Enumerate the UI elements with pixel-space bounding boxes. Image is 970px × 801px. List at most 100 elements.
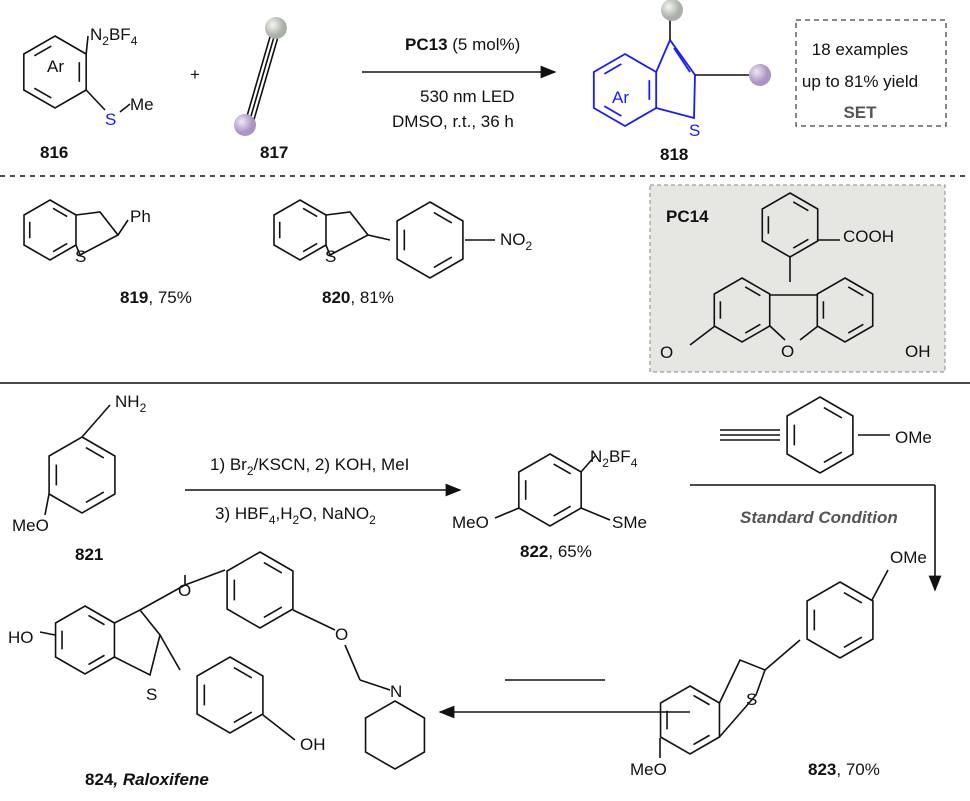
double-bond: [263, 561, 283, 574]
bond: [871, 569, 889, 601]
summary-yield: up to 81% yield: [802, 72, 918, 91]
summary-mechanism: SET: [843, 103, 877, 122]
double-bond: [233, 711, 253, 724]
plus-sign: +: [190, 65, 200, 84]
pc14-label: PC14: [666, 207, 709, 226]
bond: [81, 404, 111, 438]
bond: [244, 29, 273, 124]
label-821: 821: [75, 545, 103, 564]
n2bf4-822: N2BF4: [590, 447, 638, 470]
bond: [85, 35, 89, 55]
ketone-o-824: O: [178, 581, 191, 600]
label-820: 820, 81%: [322, 288, 394, 307]
ether-o-824: O: [335, 625, 348, 644]
double-bond: [847, 286, 864, 297]
thiophene-824: [114, 608, 161, 677]
bond: [673, 47, 691, 73]
bond: [248, 29, 277, 124]
benzene-824: [54, 605, 116, 675]
bond: [119, 103, 131, 113]
ring: [273, 199, 327, 261]
meo-823: MeO: [630, 760, 667, 779]
double-bond: [553, 505, 572, 517]
step1-line1: 1) Br2/KSCN, 2) KOH, MeI: [210, 455, 409, 478]
label-824: 824, Raloxifene: [85, 770, 209, 789]
summary-examples: 18 examples: [812, 40, 908, 59]
double-bond: [603, 63, 622, 75]
bond: [580, 455, 596, 473]
nh2-821: NH2: [115, 392, 147, 415]
phenyl-819: Ph: [130, 207, 151, 226]
double-bond: [433, 211, 453, 224]
meo-821: MeO: [12, 516, 49, 535]
bond: [252, 29, 281, 124]
sme-822: SMe: [612, 513, 647, 532]
bond: [184, 569, 226, 586]
double-bond: [603, 105, 622, 117]
double-bond: [85, 491, 105, 504]
label-819: 819, 75%: [120, 288, 192, 307]
double-bond: [744, 323, 761, 334]
summary-box: [795, 19, 947, 127]
bond: [117, 219, 129, 236]
benzene-alkyne: [786, 396, 854, 474]
bond: [580, 507, 611, 521]
sulfur-824: S: [146, 685, 157, 704]
label-816: 816: [40, 143, 68, 162]
pc14-cooh: COOH: [843, 227, 894, 246]
oh-824: OH: [300, 735, 326, 754]
ho-824: HO: [8, 628, 34, 647]
meo-822: MeO: [452, 513, 489, 532]
bond: [799, 325, 819, 341]
double-bond: [88, 654, 105, 666]
ome-alkyne: OMe: [895, 428, 932, 447]
double-bond: [843, 591, 863, 604]
bond: [292, 609, 336, 631]
label-817: 817: [260, 143, 288, 162]
sulfur-816: S: [105, 110, 116, 129]
benzene-820: [396, 201, 464, 279]
conditions-solvent: DMSO, r.t., 36 h: [392, 112, 514, 131]
step1-line2: 3) HBF4,H2O, NaNO2: [215, 504, 376, 527]
pc14-box: [649, 184, 946, 373]
double-bond: [693, 694, 710, 706]
bond: [44, 493, 50, 516]
n2bf4-816: N2BF4: [90, 25, 138, 48]
label-823: 823, 70%: [808, 760, 880, 779]
bond: [85, 89, 106, 111]
step2-condition: Standard Condition: [740, 508, 898, 527]
sulfur-819: S: [75, 247, 86, 266]
pc14-ring-right: [816, 277, 874, 343]
double-bond: [792, 238, 809, 249]
double-bond: [744, 286, 761, 297]
bond: [764, 639, 801, 671]
sulfur-823: S: [746, 690, 757, 709]
double-bond: [88, 614, 105, 626]
double-bond: [233, 666, 253, 679]
sulfur-820: S: [325, 247, 336, 266]
double-bond: [843, 636, 863, 649]
pc14-ring-o: O: [781, 342, 794, 361]
bond: [139, 584, 186, 611]
double-bond: [792, 201, 809, 212]
sulfur-818: S: [689, 121, 700, 140]
double-bond: [433, 256, 453, 269]
double-bond: [52, 242, 68, 253]
double-bond: [263, 606, 283, 619]
benzene-823: [659, 685, 721, 755]
piperidine-824: [364, 700, 426, 770]
double-bond: [823, 406, 843, 419]
bond: [159, 634, 181, 671]
benzene-824-phenol: [196, 656, 264, 734]
piperidine-n-824: N: [390, 682, 402, 701]
double-bond: [52, 207, 68, 218]
sphere-purple-818: [749, 64, 771, 86]
pc14-ketone-o: O: [660, 343, 673, 362]
benzene-824-aroyl: [226, 551, 294, 629]
benzene-823-aryl: [806, 581, 874, 659]
double-bond: [553, 463, 572, 475]
sphere-gray-818: [661, 0, 683, 21]
bond: [769, 325, 786, 341]
double-bond: [847, 323, 864, 334]
